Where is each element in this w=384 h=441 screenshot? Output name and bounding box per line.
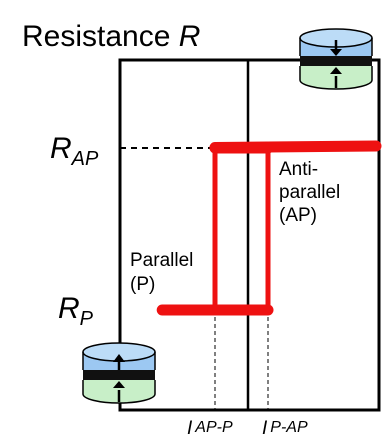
barrier-layer: [83, 370, 155, 380]
r-p-label: RP: [58, 292, 94, 330]
arrow-up-icon: [113, 381, 125, 388]
barrier-layer: [300, 56, 372, 66]
antiparallel-annotation: Anti- parallel (AP): [279, 159, 346, 226]
arrow-up-icon: [113, 354, 125, 362]
parallel-annotation: Parallel (P): [130, 250, 199, 295]
r-ap-label: RAP: [50, 132, 99, 170]
series-layer: [156, 140, 382, 316]
antiparallel-stack-icon: [299, 28, 373, 90]
arrow-down-icon: [330, 49, 342, 56]
arrow-up-icon: [330, 67, 342, 74]
ap-branch-extension: [209, 140, 382, 153]
y-axis-label: Resistance R: [22, 20, 200, 53]
parallel-stack-icon: [82, 342, 156, 404]
plot-frame: [118, 58, 381, 412]
